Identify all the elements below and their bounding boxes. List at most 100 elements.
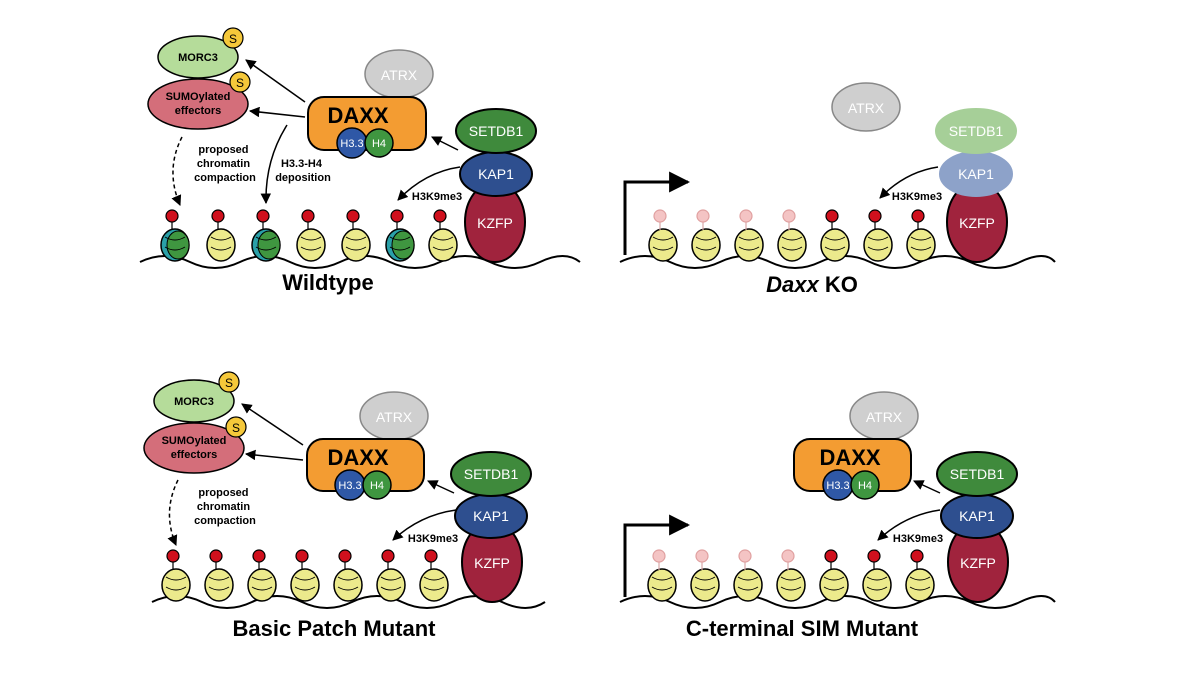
interaction-arrow <box>879 166 939 199</box>
daxx-label: DAXX <box>327 445 388 470</box>
daxx-label: DAXX <box>327 103 388 128</box>
panel-title: C-terminal SIM Mutant <box>686 616 919 641</box>
setdb1-protein <box>450 451 532 497</box>
h4-label: H4 <box>370 480 384 492</box>
sumo-badge-label: S <box>236 76 244 90</box>
h33-label: H3.3 <box>340 138 363 150</box>
sumo-effectors-label-2: effectors <box>175 105 221 117</box>
setdb1-protein <box>936 451 1018 497</box>
h33-label: H3.3 <box>338 480 361 492</box>
interaction-arrows <box>171 59 461 206</box>
setdb1-label: SETDB1 <box>469 123 524 139</box>
kzfp-label: KZFP <box>477 215 513 231</box>
interaction-arrows <box>167 403 457 546</box>
sumo-badge <box>218 371 240 393</box>
setdb1-label: SETDB1 <box>950 466 1005 482</box>
h4-histone <box>850 470 880 500</box>
setdb1-label: SETDB1 <box>464 466 519 482</box>
sumo-badge-label: S <box>229 32 237 46</box>
sumo-badge-label: S <box>232 421 240 435</box>
setdb1-protein <box>935 108 1017 154</box>
nucleosome <box>296 228 326 262</box>
morc3-protein <box>157 35 239 79</box>
daxx-label: DAXX <box>819 445 880 470</box>
nucleosome <box>247 568 277 602</box>
nucleosome <box>777 228 807 262</box>
morc3-label: MORC3 <box>178 52 218 64</box>
nucleosome <box>376 568 406 602</box>
h3k9me3-label: H3K9me3 <box>893 533 943 545</box>
nucleosome <box>733 568 763 602</box>
nucleosome <box>428 228 458 262</box>
kap1-label: KAP1 <box>473 508 509 524</box>
h3k9me3-marks <box>653 209 925 230</box>
tss-arrow <box>623 171 691 255</box>
nucleosome-row <box>160 228 458 262</box>
panel-daxx-ko: KZFP KAP1 SETDB1 ATRX H3K9me3 Daxx KO <box>619 82 1056 297</box>
sumoylated-effectors <box>147 78 249 130</box>
nucleosome <box>419 568 449 602</box>
nucleosome <box>204 568 234 602</box>
nucleosome <box>648 228 678 262</box>
kzfp-label: KZFP <box>959 215 995 231</box>
nucleosome <box>906 228 936 262</box>
atrx-label: ATRX <box>381 67 418 83</box>
sumo-badge <box>229 71 251 93</box>
nucleosome-row <box>161 568 449 602</box>
panel-wildtype: KZFP KAP1 SETDB1 ATRX DAXX H3.3 H4 MORC3… <box>139 27 581 295</box>
sumo-effectors-label-1: SUMOylated <box>166 91 231 103</box>
nucleosome-h33 <box>160 228 190 262</box>
nucleosome <box>905 568 935 602</box>
atrx-label: ATRX <box>866 409 903 425</box>
kap1-label: KAP1 <box>958 166 994 182</box>
setdb1-label: SETDB1 <box>949 123 1004 139</box>
nucleosome <box>341 228 371 262</box>
compaction-label: proposed chromatin compaction <box>194 487 256 527</box>
h4-histone <box>362 470 392 500</box>
h3k9me3-label: H3K9me3 <box>892 191 942 203</box>
nucleosome <box>820 228 850 262</box>
kap1-label: KAP1 <box>959 508 995 524</box>
panel-c-terminal-sim-mutant: KZFP KAP1 SETDB1 ATRX DAXX H3.3 H4 H3K9m… <box>619 391 1056 641</box>
compaction-label: proposed chromatin compaction <box>194 144 256 184</box>
nucleosome <box>863 228 893 262</box>
nucleosome <box>862 568 892 602</box>
sumo-badge <box>225 416 247 438</box>
nucleosome-row <box>648 228 936 262</box>
h3k9me3-marks <box>165 209 447 230</box>
nucleosome <box>290 568 320 602</box>
kzfp-label: KZFP <box>960 555 996 571</box>
panel-title: Wildtype <box>282 270 373 295</box>
nucleosome <box>161 568 191 602</box>
tss-arrow <box>623 514 691 597</box>
nucleosome <box>206 228 236 262</box>
nucleosome <box>734 228 764 262</box>
sumo-badge <box>222 27 244 49</box>
deposition-label: H3.3-H4 deposition <box>275 158 331 184</box>
h3k9me3-label: H3K9me3 <box>408 533 458 545</box>
nucleosome <box>333 568 363 602</box>
morc3-label: MORC3 <box>174 396 214 408</box>
panel-title: Daxx KO <box>766 272 858 297</box>
h4-label: H4 <box>858 480 872 492</box>
kzfp-label: KZFP <box>474 555 510 571</box>
nucleosome <box>647 568 677 602</box>
panel-basic-patch-mutant: KZFP KAP1 SETDB1 ATRX DAXX H3.3 H4 MORC3… <box>143 371 546 641</box>
nucleosome <box>819 568 849 602</box>
h4-label: H4 <box>372 138 386 150</box>
h3k9me3-marks <box>652 549 924 570</box>
h33-label: H3.3 <box>826 480 849 492</box>
atrx-protein <box>831 82 901 132</box>
sumo-effectors-label-1: SUMOylated <box>162 435 227 447</box>
sumo-badge-label: S <box>225 376 233 390</box>
nucleosome <box>776 568 806 602</box>
h3k9me3-label: H3K9me3 <box>412 191 462 203</box>
sumoylated-effectors <box>143 422 245 474</box>
nucleosome-row <box>647 568 935 602</box>
nucleosome-h33 <box>385 228 415 262</box>
atrx-label: ATRX <box>848 100 885 116</box>
h3k9me3-marks <box>166 549 438 570</box>
atrx-label: ATRX <box>376 409 413 425</box>
interaction-arrows <box>877 480 941 541</box>
